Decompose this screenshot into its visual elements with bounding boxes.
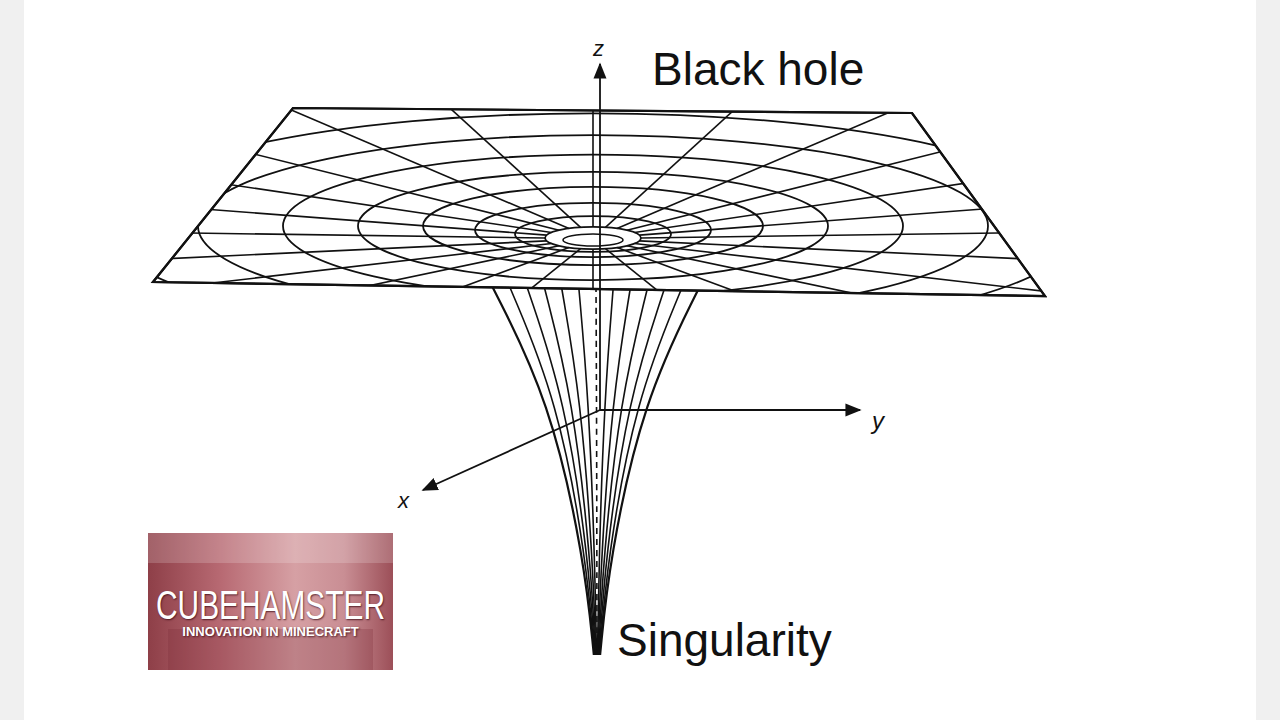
grid-radial bbox=[639, 172, 1280, 235]
spacetime-grid bbox=[0, 19, 1280, 433]
grid-radial bbox=[592, 249, 594, 433]
grid-radial bbox=[143, 47, 569, 229]
title-label: Black hole bbox=[652, 46, 864, 92]
grid-radial bbox=[627, 246, 1229, 373]
coordinate-axes bbox=[423, 64, 860, 490]
grid-radial bbox=[635, 244, 1280, 330]
grid-radial bbox=[0, 123, 551, 233]
grid-radial bbox=[0, 246, 559, 373]
grid-ring bbox=[545, 227, 641, 249]
funnel-line bbox=[561, 286, 596, 655]
axis-label: x bbox=[398, 490, 409, 512]
funnel-line bbox=[600, 286, 683, 655]
axis-label: y bbox=[872, 409, 884, 433]
grid-radial bbox=[0, 241, 547, 280]
spacetime-plane bbox=[153, 108, 1045, 296]
grid-radial bbox=[0, 172, 547, 235]
logo-tagline: INNOVATION IN MINECRAFT bbox=[182, 625, 358, 638]
grid-radial bbox=[360, 249, 581, 426]
funnel-line bbox=[544, 286, 595, 655]
grid-radial bbox=[0, 80, 559, 231]
logo-box: CUBEHAMSTERINNOVATION IN MINECRAFT bbox=[148, 533, 393, 670]
z-axis bbox=[599, 64, 601, 410]
logo-title: CUBEHAMSTER bbox=[156, 585, 385, 625]
y-axis bbox=[600, 409, 860, 411]
funnel-line bbox=[599, 286, 665, 655]
grid-radial bbox=[635, 123, 1280, 233]
funnel-line bbox=[579, 286, 597, 655]
grid-radial bbox=[360, 26, 581, 227]
funnel-line bbox=[527, 286, 595, 655]
logo-backdrop bbox=[148, 533, 393, 563]
grid-radial bbox=[617, 47, 1043, 229]
funnel-line bbox=[509, 286, 594, 655]
throat-opening bbox=[563, 234, 623, 246]
funnel-line bbox=[492, 286, 594, 655]
plane-border bbox=[153, 108, 1045, 296]
grid-radial bbox=[639, 241, 1280, 280]
grid-radial bbox=[605, 249, 826, 426]
grid-radial bbox=[143, 248, 569, 406]
grid-ring bbox=[0, 88, 1193, 364]
callout-label: Singularity bbox=[617, 617, 832, 663]
funnel-line bbox=[600, 286, 700, 655]
grid-radial bbox=[0, 226, 545, 238]
grid-radial bbox=[617, 248, 1043, 406]
funnel-throat bbox=[492, 286, 700, 655]
axis-label: z bbox=[593, 38, 604, 60]
grid-radial bbox=[627, 80, 1229, 231]
page-margin bbox=[0, 0, 24, 720]
page-margin bbox=[1256, 0, 1280, 720]
x-axis bbox=[423, 410, 600, 490]
funnel-line bbox=[595, 286, 598, 655]
